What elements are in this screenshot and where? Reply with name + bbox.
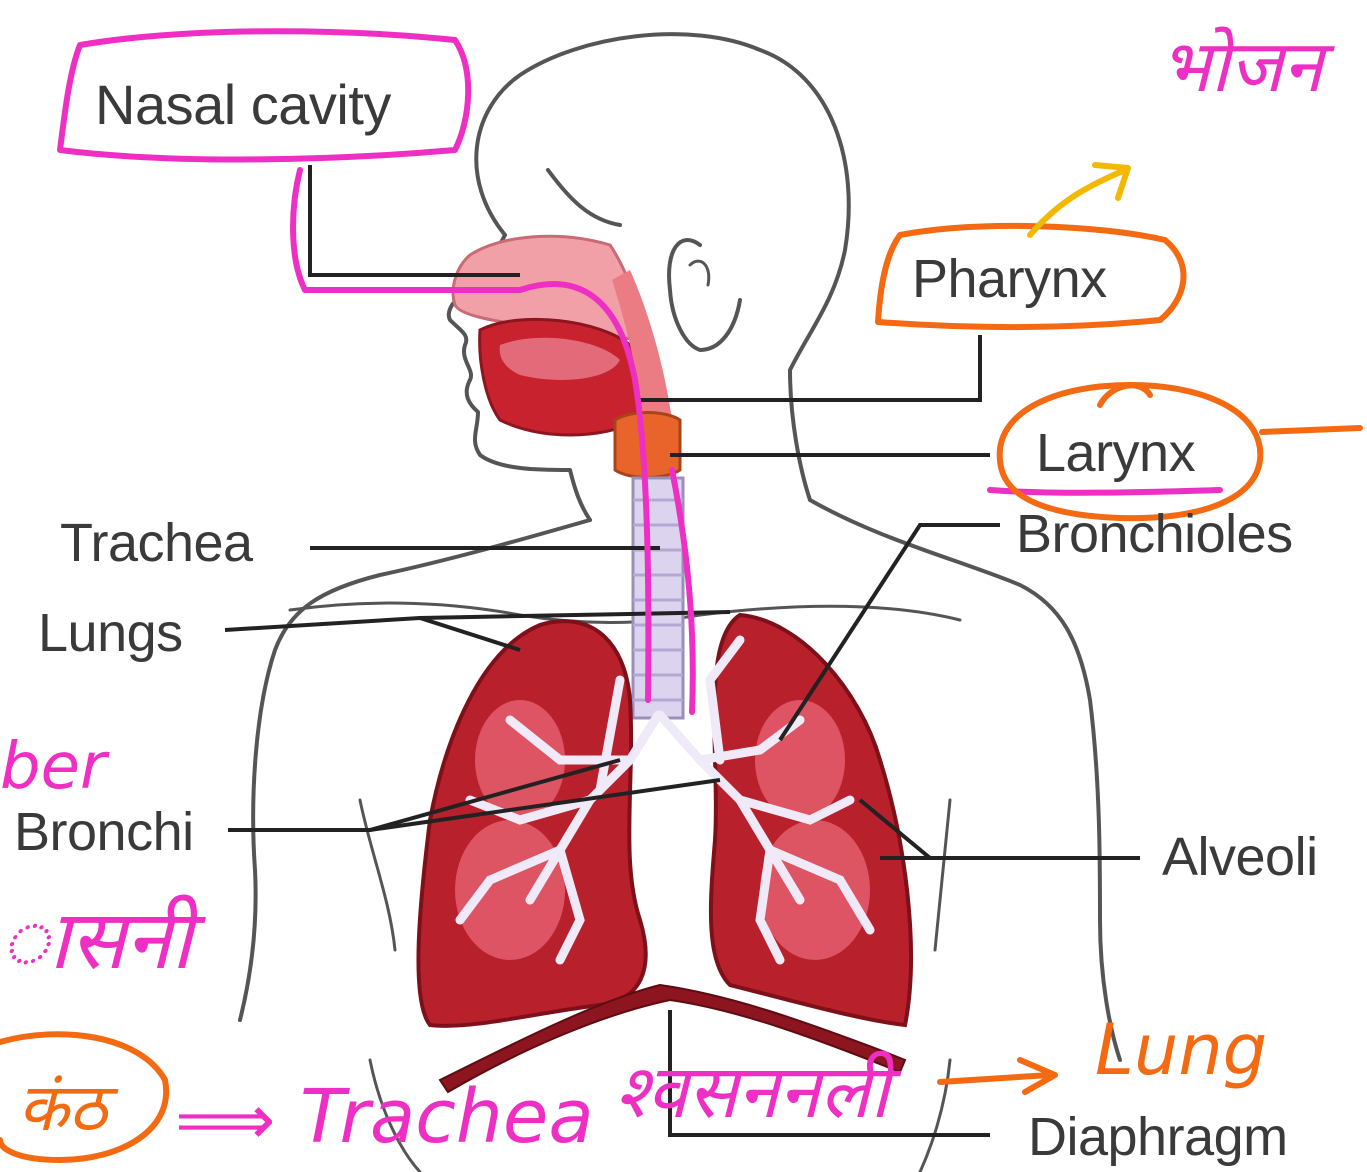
- label-pharynx: Pharynx: [912, 252, 1107, 306]
- label-larynx: Larynx: [1036, 426, 1195, 480]
- annotation-kanth: कंठ: [18, 1075, 107, 1141]
- annotation-arrow: ⟹: [175, 1085, 275, 1155]
- label-nasal-cavity: Nasal cavity: [95, 77, 391, 133]
- annotation-trachea: Trachea: [300, 1080, 594, 1154]
- annotation-lung: Lung: [1095, 1015, 1267, 1085]
- annotation-bhojan: भोजन: [1160, 30, 1323, 102]
- label-alveoli: Alveoli: [1162, 830, 1318, 884]
- label-trachea: Trachea: [60, 516, 253, 570]
- annotation-shvasnali: श्वसननली: [615, 1055, 889, 1129]
- label-lungs: Lungs: [38, 606, 183, 660]
- label-bronchioles: Bronchioles: [1016, 507, 1293, 561]
- annotation-ber: ber: [0, 735, 106, 799]
- annotation-shvasani: ासनी: [0, 900, 192, 982]
- label-diaphragm: Diaphragm: [1028, 1110, 1288, 1164]
- label-bronchi: Bronchi: [14, 805, 194, 859]
